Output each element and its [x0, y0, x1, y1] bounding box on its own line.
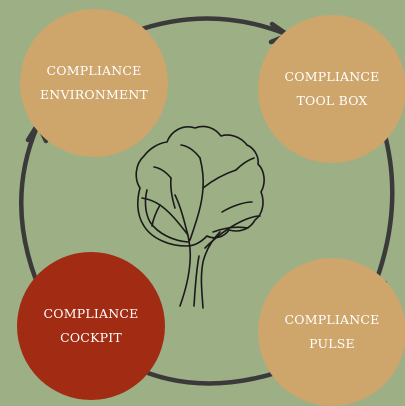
- compliance-cycle-diagram: COMPLIANCE ENVIRONMENT COMPLIANCE TOOL B…: [17, 9, 405, 406]
- node-pulse-line2: PULSE: [309, 336, 355, 351]
- node-compliance-cockpit: COMPLIANCE COCKPIT: [17, 252, 165, 400]
- node-environment-line2: ENVIRONMENT: [39, 87, 149, 102]
- node-cockpit-line2: COCKPIT: [60, 330, 122, 345]
- node-compliance-tool-box: COMPLIANCE TOOL BOX: [258, 15, 405, 163]
- arrow-toolbox-to-pulse: [369, 125, 395, 295]
- node-compliance-environment: COMPLIANCE ENVIRONMENT: [20, 9, 168, 157]
- node-pulse-line1: COMPLIANCE: [284, 312, 380, 327]
- node-toolbox-line1: COMPLIANCE: [284, 69, 380, 84]
- arrow-cockpit-to-environment: [19, 124, 40, 283]
- node-compliance-pulse: COMPLIANCE PULSE: [258, 258, 405, 406]
- node-cockpit-line1: COMPLIANCE: [43, 306, 139, 321]
- node-toolbox-line2: TOOL BOX: [296, 93, 368, 108]
- node-environment-line1: COMPLIANCE: [46, 63, 142, 78]
- arrow-environment-to-toolbox: [130, 16, 289, 37]
